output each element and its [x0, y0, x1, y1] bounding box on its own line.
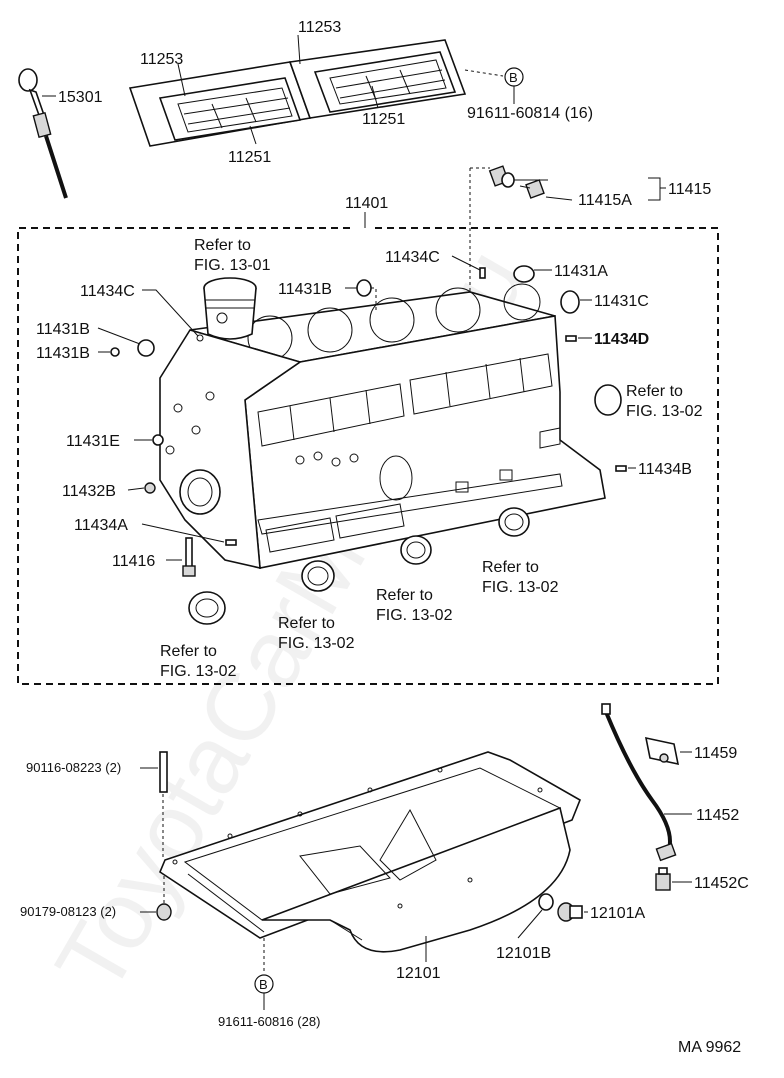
main-bearing-3 — [400, 535, 432, 565]
refer-fig-13-02-r4-line1: Refer to — [482, 559, 539, 576]
callout-90179-08123: 90179-08123 (2) — [20, 904, 116, 919]
side-cover-assembly-drawing — [128, 39, 467, 147]
callout-11431b-top: 11431B — [278, 281, 332, 298]
callout-11251-right: 11251 — [362, 111, 405, 128]
main-bearing-1 — [188, 591, 226, 625]
callout-15301: 15301 — [58, 89, 103, 106]
dipstick-drawing — [18, 68, 68, 199]
stud-90116-drawing — [159, 751, 168, 793]
callout-12101a: 12101A — [590, 905, 645, 922]
callout-11431b-left2: 11431B — [36, 345, 90, 362]
refer-fig-13-02-right-line1: Refer to — [626, 383, 683, 400]
piston-drawing — [203, 277, 257, 340]
block-assembly-boundary — [17, 227, 719, 685]
plug-11431a — [513, 265, 535, 283]
callout-11253-top: 11253 — [298, 19, 341, 36]
callout-11434c-left: 11434C — [80, 283, 135, 300]
diagram-code: MA 9962 — [678, 1039, 741, 1056]
callout-11401: 11401 — [345, 195, 388, 212]
callout-11459: 11459 — [694, 745, 737, 762]
dipstick-guide-drawing — [601, 703, 677, 862]
callout-11452c: 11452C — [694, 875, 749, 892]
plug-11434d — [565, 335, 577, 342]
callout-11434a: 11434A — [74, 517, 128, 534]
refer-fig-13-02-r3-line1: Refer to — [376, 587, 433, 604]
refer-fig-13-02-r1-line1: Refer to — [160, 643, 217, 660]
callout-12101b: 12101B — [496, 945, 551, 962]
plug-11434b — [615, 465, 627, 472]
callout-11434c-top: 11434C — [385, 249, 440, 266]
callout-11415: 11415 — [668, 181, 711, 198]
nut-90179 — [156, 903, 172, 921]
refer-fig-13-02-r2-line2: FIG. 13-02 — [278, 635, 355, 652]
refer-fig-13-02-r4-line2: FIG. 13-02 — [482, 579, 559, 596]
refer-fig-13-02-r2-line1: Refer to — [278, 615, 335, 632]
refer-fig-13-01-line1: Refer to — [194, 237, 251, 254]
plug-11431b-top — [356, 279, 372, 297]
bolt-11416-drawing — [182, 537, 196, 577]
main-bearing-2 — [301, 560, 335, 592]
gasket-12101b — [538, 893, 554, 911]
refer-fig-13-01-line2: FIG. 13-01 — [194, 257, 271, 274]
refer-fig-13-02-r3-line2: FIG. 13-02 — [376, 607, 453, 624]
callout-11431b-left1: 11431B — [36, 321, 90, 338]
bearing-cap-right — [594, 384, 622, 416]
callout-11415a: 11415A — [578, 192, 632, 209]
callout-11431e: 11431E — [66, 433, 120, 450]
callout-90116-08223: 90116-08223 (2) — [26, 760, 121, 775]
callout-11416: 11416 — [112, 553, 155, 570]
callout-91611-60814: 91611-60814 (16) — [467, 105, 593, 122]
callout-11431a: 11431A — [554, 263, 608, 280]
callout-11452: 11452 — [696, 807, 739, 824]
plug-11415-drawing — [488, 165, 545, 199]
callout-11432b: 11432B — [62, 483, 116, 500]
callout-11431c: 11431C — [594, 293, 649, 310]
main-bearing-4 — [498, 507, 530, 537]
cylinder-block-drawing — [159, 283, 606, 570]
callout-11251-left: 11251 — [228, 149, 271, 166]
callout-11434b: 11434B — [638, 461, 692, 478]
plug-11431c — [560, 290, 580, 314]
callout-91611-60816: 91611-60816 (28) — [218, 1014, 320, 1029]
callout-11253-left: 11253 — [140, 51, 183, 68]
plug-11431b-large — [137, 339, 155, 357]
callout-12101: 12101 — [396, 965, 441, 982]
refer-fig-13-02-r1-line2: FIG. 13-02 — [160, 663, 237, 680]
drain-plug-12101a-drawing — [557, 902, 583, 922]
callout-11434d: 11434D — [594, 331, 649, 348]
marker-b-top-label: B — [509, 70, 518, 85]
oil-pan-drawing — [159, 751, 582, 953]
marker-b-bottom-label: B — [259, 977, 268, 992]
fitting-11452c-drawing — [655, 867, 671, 891]
clamp-11459-drawing — [644, 736, 680, 766]
refer-fig-13-02-right-line2: FIG. 13-02 — [626, 403, 703, 420]
